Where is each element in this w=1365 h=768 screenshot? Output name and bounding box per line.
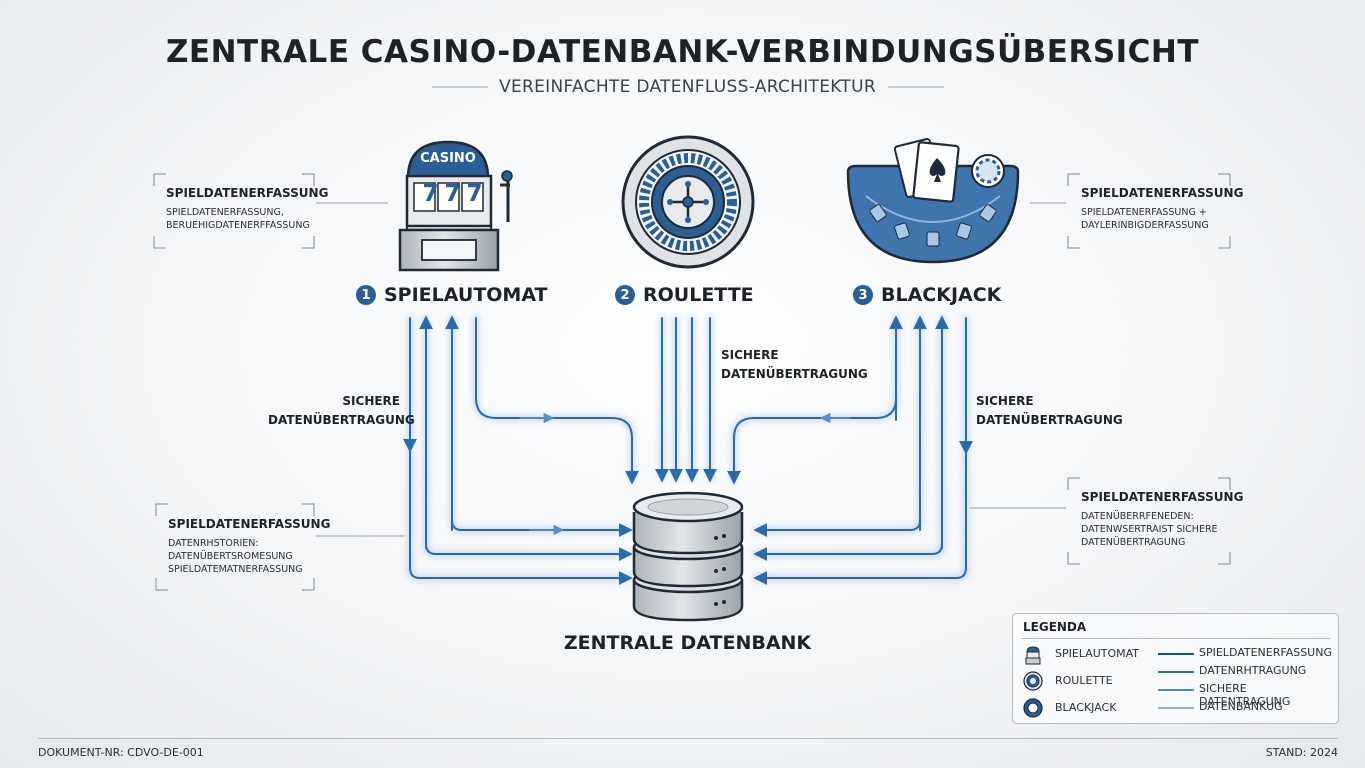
slot-machine-icon bbox=[398, 140, 513, 272]
node-label: SPIELAUTOMAT bbox=[384, 284, 548, 306]
card-bottom-left: SPIELDATENERFASSUNG DATENRHSTORIEN: DATE… bbox=[168, 517, 331, 575]
page-subtitle: VEREINFACHTE DATENFLUSS-ARCHITEKTUR bbox=[499, 77, 876, 97]
legend-line-swatch bbox=[1158, 707, 1194, 709]
flow-label-right: SICHERE DATENÜBERTRAGUNG bbox=[976, 394, 1123, 427]
legend-item-label: SPIELAUTOMAT bbox=[1055, 647, 1140, 660]
flow-label-center: SICHERE DATENÜBERTRAGUNG bbox=[721, 348, 868, 381]
database-label: ZENTRALE DATENBANK bbox=[563, 632, 812, 654]
footer-divider bbox=[38, 738, 1338, 739]
legend-title: LEGENDA bbox=[1023, 620, 1087, 634]
node-label: BLACKJACK bbox=[881, 284, 1002, 306]
legend-item-label: DATENBANKUG bbox=[1199, 700, 1283, 713]
node-blackjack: 3 BLACKJACK bbox=[853, 284, 1001, 306]
node-label: ROULETTE bbox=[643, 284, 754, 306]
chip-icon bbox=[1023, 698, 1043, 718]
legend-line-swatch bbox=[1158, 671, 1194, 673]
legend-item-label: SICHERE DATENTRAGUNG bbox=[1199, 682, 1291, 708]
node-slot-machine: 1 SPIELAUTOMAT bbox=[356, 284, 548, 306]
legend-item-label: DATENRHTRAGUNG bbox=[1199, 664, 1307, 677]
legend-line-swatch bbox=[1158, 653, 1194, 655]
roulette-wheel-icon bbox=[621, 135, 755, 269]
legend-item-label: BLACKJACK bbox=[1055, 701, 1117, 714]
legend-divider bbox=[1021, 638, 1330, 639]
database-icon bbox=[632, 491, 744, 622]
node-number-badge: 3 bbox=[853, 285, 873, 305]
slot-machine-reels: 777 bbox=[422, 181, 489, 207]
page-title: ZENTRALE CASINO-DATENBANK-VERBINDUNGSÜBE… bbox=[165, 34, 1200, 70]
slot-machine-sign: CASINO bbox=[420, 151, 476, 166]
node-number-badge: 2 bbox=[615, 285, 635, 305]
legend-item-label: ROULETTE bbox=[1055, 674, 1113, 687]
slot-machine-icon bbox=[1025, 646, 1041, 665]
flow-label-left: SICHERE DATENÜBERTRAGUNG bbox=[268, 394, 415, 427]
node-number-badge: 1 bbox=[356, 285, 376, 305]
card-top-left: SPIELDATENERFASSUNG SPIELDATENERFASSUNG,… bbox=[166, 186, 329, 231]
document-date: STAND: 2024 bbox=[1265, 746, 1338, 759]
document-number: DOKUMENT-NR: CDVO-DE-001 bbox=[38, 746, 204, 759]
legend-line-swatch bbox=[1158, 689, 1194, 691]
legend-item-label: SPIELDATENERFASSUNG bbox=[1199, 646, 1332, 659]
roulette-wheel-icon bbox=[1023, 671, 1043, 691]
legend: LEGENDA SPIELAUTOMAT ROULETTE BLACKJACK … bbox=[1012, 613, 1339, 724]
card-top-right: SPIELDATENERFASSUNG SPIELDATENERFASSUNG … bbox=[1081, 186, 1244, 231]
card-bottom-right: SPIELDATENERFASSUNG DATENÜBERRFENEDEN: D… bbox=[1081, 490, 1244, 548]
blackjack-table-icon bbox=[846, 138, 1020, 264]
node-roulette: 2 ROULETTE bbox=[615, 284, 754, 306]
